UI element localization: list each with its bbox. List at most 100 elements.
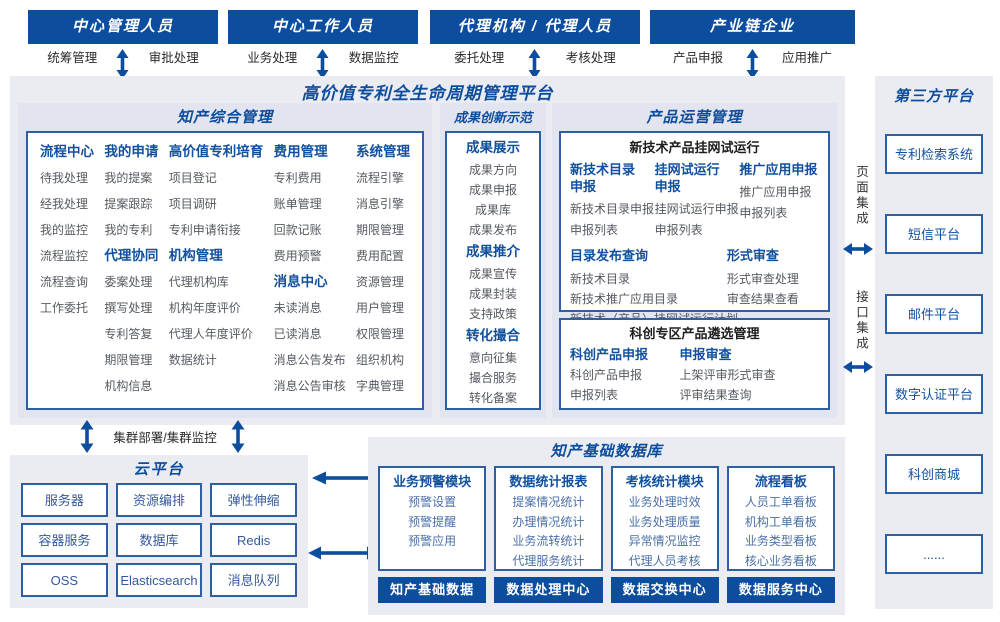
module-column: 形式审查 形式审查处理审查结果查看 — [727, 243, 819, 329]
module-column: 流程中心 待我处理经我处理我的监控流程监控流程查询工作委托 — [40, 139, 94, 408]
menu-item: 新技术推广应用目录 — [570, 292, 679, 306]
menu-item: 挂网试运行申报 — [654, 202, 739, 216]
module-heading: 成果展示 — [466, 140, 520, 155]
cloud-service: 数据库 — [115, 523, 203, 557]
menu-item: 机构工单看板 — [744, 514, 817, 529]
db-column: 业务预警模块 预警设置预警提醒预警应用 知产基础数据 — [378, 466, 487, 603]
menu-item: 工作委托 — [40, 301, 89, 315]
menu-item: 成果库 — [474, 203, 511, 217]
menu-item: 提案跟踪 — [104, 197, 153, 211]
double-vertical-arrow-icon — [528, 49, 541, 79]
module-heading: 流程中心 — [40, 144, 94, 159]
page-integration-label: 页面集成 — [854, 165, 868, 227]
db-column: 考核统计模块 业务处理时效业务处理质量异常情况监控代理人员考核 数据交换中心 — [610, 466, 719, 603]
module-heading: 申报审查 — [679, 347, 732, 362]
actor-role-label: 业务处理 — [247, 51, 298, 65]
data-center-badge: 数据服务中心 — [726, 577, 835, 603]
module-heading: 费用管理 — [273, 144, 328, 159]
module-column: 我的申请 我的提案提案跟踪我的专利 代理协同 委案处理撰写处理专利答复期限管理机… — [104, 139, 158, 408]
menu-item: 申报列表 — [570, 223, 619, 237]
module-heading: 形式审查 — [726, 248, 779, 263]
double-vertical-arrow-icon — [231, 420, 245, 453]
module-heading: 目录发布查询 — [570, 248, 649, 263]
menu-item: 申报列表 — [739, 206, 788, 220]
module-heading: 消息中心 — [273, 274, 328, 289]
actor-role-label: 产品申报 — [672, 51, 723, 65]
cloud-service: 服务器 — [21, 483, 108, 517]
menu-item: 专利申请衔接 — [168, 223, 241, 237]
cloud-service: Redis — [210, 523, 297, 557]
cloud-service: 消息队列 — [210, 563, 297, 597]
actor-role-label: 委托处理 — [454, 51, 505, 65]
actor-role-label: 统筹管理 — [47, 51, 98, 65]
menu-item: 专利答复 — [104, 327, 153, 341]
ip-database-title: 知产基础数据库 — [550, 443, 663, 460]
menu-item: 上架评审形式审查 — [679, 368, 776, 382]
menu-item: 消息公告发布 — [273, 353, 346, 367]
menu-item: 消息引擎 — [355, 197, 404, 211]
section-ip-comprehensive: 知产综合管理 流程中心 待我处理经我处理我的监控流程监控流程查询工作委托 我的申… — [18, 103, 432, 418]
module-heading: 代理协同 — [104, 248, 159, 263]
menu-item: 机构年度评价 — [168, 301, 241, 315]
menu-item: 成果方向 — [468, 163, 517, 177]
menu-item: 人员工单看板 — [744, 495, 817, 509]
menu-item: 项目调研 — [168, 197, 217, 211]
menu-item: 项目登记 — [168, 171, 217, 185]
menu-item: 我的专利 — [104, 223, 153, 237]
actor-title: 产业链企业 — [650, 10, 855, 44]
menu-item: 机构信息 — [104, 379, 153, 393]
menu-item: 评审结果查询 — [679, 388, 752, 402]
menu-item: 业务处理时效 — [628, 495, 701, 509]
menu-item: 成果封装 — [468, 287, 517, 301]
module-column: 申报审查 上架评审形式审查评审结果查询 — [680, 344, 819, 405]
menu-item: 资源管理 — [355, 275, 404, 289]
section-product-operation: 产品运营管理 新技术产品挂网试运行 新技术目录 申报 新技术目录申报申报列表 挂… — [552, 103, 837, 418]
menu-item: 预警应用 — [408, 534, 457, 548]
menu-item: 新技术目录申报 — [570, 202, 655, 216]
menu-item: 申报列表 — [570, 388, 619, 402]
menu-item: 权限管理 — [355, 327, 404, 341]
third-party-system: 数字认证平台 — [885, 374, 983, 414]
cloud-service: 资源编排 — [115, 483, 203, 517]
menu-item: 形式审查处理 — [726, 272, 799, 286]
menu-item: 审查结果查看 — [726, 292, 799, 306]
menu-item: 预警设置 — [408, 495, 457, 509]
cloud-service: 弹性伸缩 — [210, 483, 297, 517]
menu-item: 未读消息 — [273, 301, 322, 315]
left-arrow-icon — [312, 471, 376, 485]
third-party-system: 科创商城 — [885, 454, 983, 494]
menu-item: 委案处理 — [104, 275, 153, 289]
api-integration-label: 接口集成 — [854, 290, 868, 352]
menu-item: 字典管理 — [355, 379, 404, 393]
cloud-service: OSS — [21, 563, 108, 597]
menu-item: 我的监控 — [40, 223, 89, 237]
module-heading: 机构管理 — [168, 248, 223, 263]
menu-item: 业务类型看板 — [744, 534, 817, 548]
module-heading: 挂网试运行 申报 — [654, 162, 720, 194]
menu-item: 预警提醒 — [408, 514, 457, 529]
menu-item: 代理服务统计 — [512, 553, 585, 568]
actor-role-label: 审批处理 — [148, 51, 199, 65]
cloud-service: Elasticsearch — [115, 563, 203, 597]
platform-title: 高价值专利全生命周期管理平台 — [301, 84, 554, 103]
menu-item: 费用配置 — [355, 249, 404, 263]
module-column: 目录发布查询 新技术目录新技术推广应用目录新技术（产品）挂网试运行计划 — [570, 243, 738, 329]
data-center-badge: 数据处理中心 — [494, 577, 603, 603]
module-heading: 我的申请 — [104, 144, 159, 159]
module-column: 新技术目录 申报 新技术目录申报申报列表 — [570, 158, 655, 241]
module-column: 高价值专利培育 项目登记项目调研专利申请衔接 机构管理 代理机构库机构年度评价代… — [169, 139, 264, 408]
db-column: 数据统计报表 提案情况统计办理情况统计业务流转统计代理服务统计 数据处理中心 — [494, 466, 603, 603]
module-column: 系统管理 流程引擎消息引擎期限管理费用配置资源管理用户管理权限管理组织机构字典管… — [356, 139, 410, 408]
actor-center-managers: 中心管理人员 统筹管理 审批处理 — [28, 10, 218, 79]
menu-item: 已读消息 — [273, 327, 322, 341]
menu-item: 新技术目录 — [570, 272, 631, 286]
menu-item: 支持政策 — [468, 307, 517, 321]
section-title: 知产综合管理 — [176, 109, 273, 126]
module-column: 科创产品申报 科创产品申报申报列表 — [570, 344, 680, 405]
menu-item: 流程监控 — [40, 249, 89, 263]
module-heading: 高价值专利培育 — [168, 144, 264, 159]
db-column: 流程看板 人员工单看板机构工单看板业务类型看板核心业务看板 数据服务中心 — [726, 466, 835, 603]
achievement-box: 成果展示 成果方向成果申报成果库成果发布 成果推介 成果宣传成果封装支持政策 转… — [445, 131, 541, 410]
